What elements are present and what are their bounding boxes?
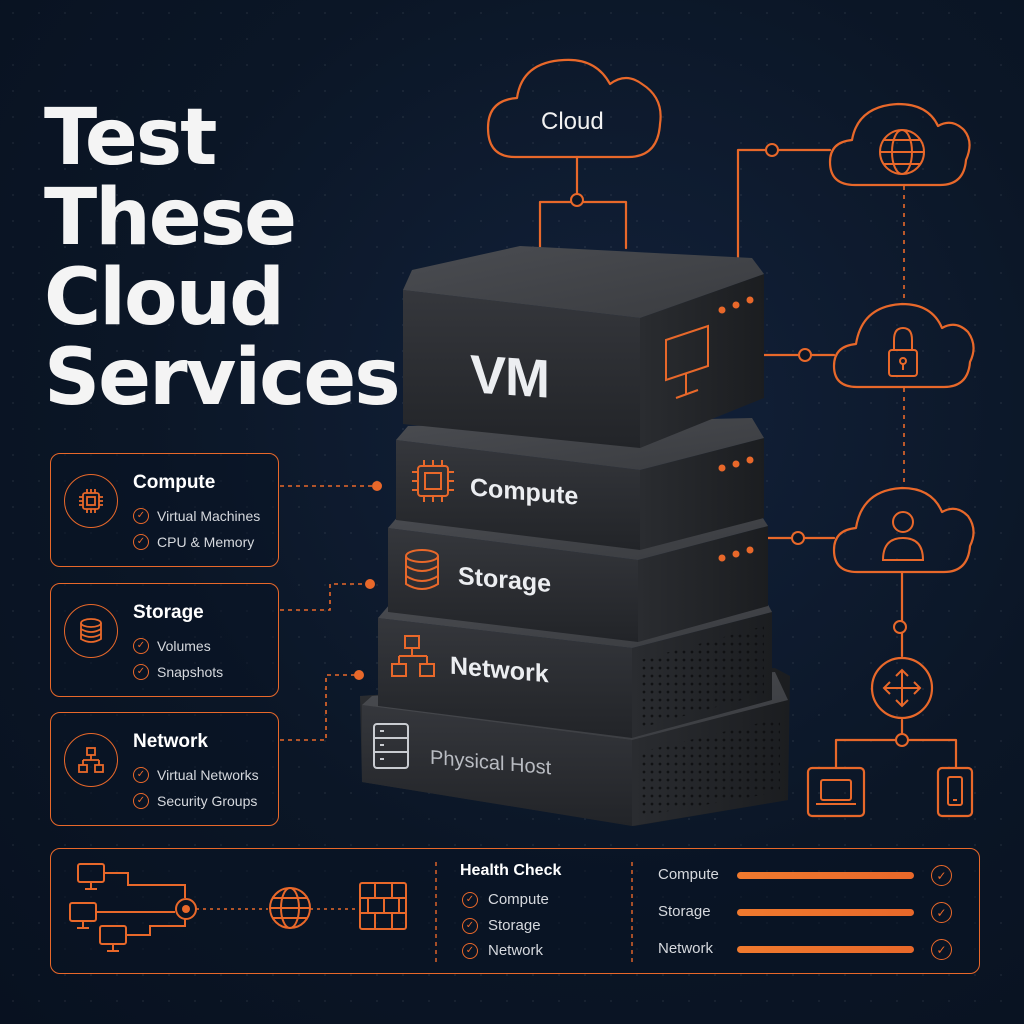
stack-server-icon <box>373 723 409 769</box>
check-icon: ✓ <box>133 534 149 550</box>
storage-item-label: Snapshots <box>157 664 224 680</box>
network-item-label: Security Groups <box>157 793 258 809</box>
storage-card-item: ✓ Volumes <box>133 638 211 654</box>
check-icon: ✓ <box>462 891 478 908</box>
check-icon: ✓ <box>931 939 952 960</box>
status-bar-label-storage: Storage <box>658 903 711 920</box>
storage-card: Storage ✓ Volumes ✓ Snapshots <box>50 583 279 697</box>
title-line-2: These <box>44 173 297 263</box>
cpu-icon <box>64 474 118 528</box>
storage-card-heading: Storage <box>133 602 204 623</box>
network-card-item: ✓ Virtual Networks <box>133 767 259 783</box>
network-icon <box>64 733 118 787</box>
health-check-item: ✓ Storage <box>462 917 541 934</box>
storage-card-item: ✓ Snapshots <box>133 664 223 680</box>
top-cloud-shape <box>486 58 662 159</box>
database-icon <box>64 604 118 658</box>
vm-block <box>403 246 764 448</box>
title-line-1: Test <box>44 93 217 183</box>
check-icon: ✓ <box>133 767 149 783</box>
stack-network-icon <box>391 635 435 677</box>
check-icon: ✓ <box>931 902 952 923</box>
health-check-item: ✓ Network <box>462 942 543 959</box>
compute-card-item: ✓ Virtual Machines <box>133 508 260 524</box>
globe-cloud-shape <box>828 102 971 187</box>
check-icon: ✓ <box>133 638 149 654</box>
user-cloud-shape <box>832 486 975 574</box>
compute-card-item: ✓ CPU & Memory <box>133 534 254 550</box>
health-check-title: Health Check <box>460 862 562 879</box>
check-icon: ✓ <box>133 508 149 524</box>
network-card: Network ✓ Virtual Networks ✓ Security Grou… <box>50 712 279 826</box>
compute-card-heading: Compute <box>133 472 216 493</box>
vm-label: VM <box>470 344 549 410</box>
check-icon: ✓ <box>462 942 478 959</box>
monitor-icon <box>665 324 709 399</box>
health-item-label: Network <box>488 942 544 959</box>
phone-box <box>936 766 974 818</box>
cloud-label: Cloud <box>541 108 604 135</box>
laptop-icon <box>816 779 856 805</box>
move-arrows-icon <box>882 668 922 708</box>
globe-icon <box>879 129 925 175</box>
compute-card: Compute ✓ Virtual Machines ✓ CPU & Memory <box>50 453 279 567</box>
status-bar-storage <box>737 909 914 916</box>
compute-item-label: CPU & Memory <box>157 534 255 550</box>
compute-item-label: Virtual Machines <box>157 508 261 524</box>
lock-icon <box>888 326 918 377</box>
title-line-4: Services <box>44 333 401 423</box>
user-icon <box>881 511 925 561</box>
check-icon: ✓ <box>931 865 952 886</box>
status-bar-network <box>737 946 914 953</box>
status-bar-label-compute: Compute <box>658 866 719 883</box>
laptop-box <box>806 766 866 818</box>
network-item-label: Virtual Networks <box>157 767 259 783</box>
stack-database-icon <box>405 549 439 590</box>
check-icon: ✓ <box>462 917 478 934</box>
network-card-heading: Network <box>133 731 208 752</box>
status-bar-compute <box>737 872 914 879</box>
lock-cloud-shape <box>832 302 975 389</box>
health-item-label: Storage <box>488 917 541 934</box>
phone-icon <box>947 776 963 806</box>
move-icon <box>870 656 934 720</box>
health-item-label: Compute <box>488 891 549 908</box>
health-check-item: ✓ Compute <box>462 891 549 908</box>
storage-item-label: Volumes <box>157 638 211 654</box>
check-icon: ✓ <box>133 793 149 809</box>
page-title: Test These Cloud Services <box>44 93 401 423</box>
status-bar-label-network: Network <box>658 940 714 957</box>
stack-cpu-icon <box>412 460 454 502</box>
network-card-item: ✓ Security Groups <box>133 793 257 809</box>
check-icon: ✓ <box>133 664 149 680</box>
title-line-3: Cloud <box>44 253 285 343</box>
